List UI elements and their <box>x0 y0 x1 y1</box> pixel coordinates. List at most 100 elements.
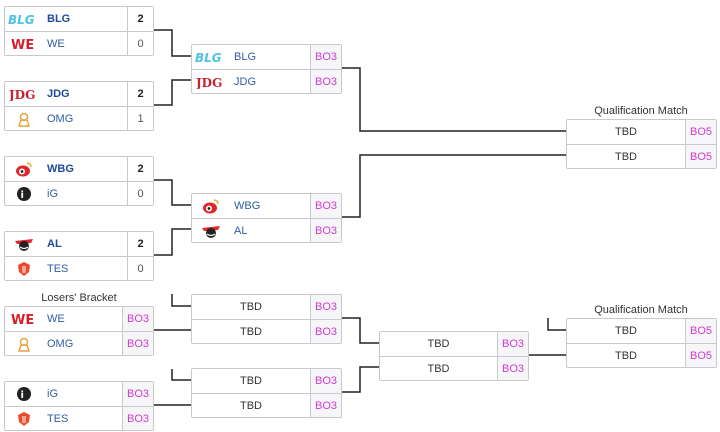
team-row[interactable]: BLG BLG 2 <box>5 7 153 31</box>
team-name[interactable]: WBG <box>234 200 261 212</box>
team-score: 0 <box>127 257 153 280</box>
team-name[interactable]: WE <box>47 313 65 325</box>
series-format: BO5 <box>685 145 716 168</box>
team-score: 2 <box>127 232 153 256</box>
svg-text:WE: WE <box>11 313 34 326</box>
team-row[interactable]: TBD BO5 <box>567 343 716 367</box>
series-format: BO3 <box>122 307 153 331</box>
team-name[interactable]: OMG <box>47 112 74 125</box>
winners-round1-match: WBG 2 i iG 0 <box>4 156 154 206</box>
connector-line <box>153 179 191 206</box>
omg-logo-icon <box>5 107 43 131</box>
team-name[interactable]: TBD <box>615 126 637 138</box>
team-score: 0 <box>127 182 153 205</box>
team-name[interactable]: TBD <box>615 150 637 163</box>
team-row[interactable]: JDG JDG 2 <box>5 82 153 106</box>
svg-text:JDG: JDG <box>196 76 222 89</box>
connector-line <box>153 29 191 57</box>
connector-line <box>341 67 566 132</box>
tes-logo-icon <box>5 407 43 431</box>
team-score: 2 <box>127 82 153 106</box>
series-format: BO5 <box>685 344 716 367</box>
team-name[interactable]: TBD <box>240 301 262 313</box>
team-name[interactable]: iG <box>47 187 58 200</box>
team-name[interactable]: AL <box>234 224 248 237</box>
series-format: BO3 <box>310 394 341 417</box>
team-score: 2 <box>127 7 153 31</box>
team-name[interactable]: TBD <box>427 338 450 350</box>
team-name[interactable]: TBD <box>240 399 262 412</box>
team-name[interactable]: WBG <box>47 163 74 175</box>
team-name[interactable]: JDG <box>47 88 70 100</box>
team-row[interactable]: TBD BO3 <box>192 295 341 319</box>
connector-line <box>341 154 566 218</box>
jdg-logo-icon: JDG <box>5 82 43 106</box>
jdg-logo-icon: JDG <box>192 70 230 94</box>
team-name[interactable]: AL <box>47 238 62 250</box>
team-name[interactable]: TES <box>47 412 69 425</box>
connector-line <box>341 366 379 393</box>
team-row[interactable]: TBD BO5 <box>567 144 716 168</box>
series-format: BO3 <box>310 219 341 242</box>
team-row[interactable]: TBD BO3 <box>192 393 341 417</box>
team-name[interactable]: JDG <box>234 75 256 88</box>
team-row[interactable]: i iG 0 <box>5 181 153 205</box>
losers-bracket-label: Losers' Bracket <box>41 292 117 304</box>
series-format: BO5 <box>685 319 716 343</box>
team-name[interactable]: WE <box>47 37 65 50</box>
team-row[interactable]: AL 2 <box>5 232 153 256</box>
series-format: BO3 <box>310 295 341 319</box>
team-name[interactable]: iG <box>47 388 58 400</box>
series-format: BO3 <box>122 407 153 430</box>
team-row[interactable]: TBD BO5 <box>567 319 716 343</box>
series-format: BO3 <box>122 382 153 406</box>
team-name[interactable]: BLG <box>234 51 257 63</box>
team-row[interactable]: OMG 1 <box>5 106 153 130</box>
team-name[interactable]: TBD <box>427 362 450 375</box>
series-format: BO3 <box>497 357 528 380</box>
team-score: 2 <box>127 157 153 181</box>
connector-line <box>341 317 379 344</box>
team-name[interactable]: BLG <box>47 13 71 25</box>
we-logo-icon: WE <box>5 32 43 56</box>
team-row[interactable]: TBD BO3 <box>380 356 528 380</box>
team-name[interactable]: OMG <box>47 337 74 350</box>
svg-text:JDG: JDG <box>9 88 35 101</box>
team-row[interactable]: TES BO3 <box>5 406 153 430</box>
team-row[interactable]: WE WE BO3 <box>5 307 153 331</box>
we-logo-icon: WE <box>5 307 43 331</box>
team-score: 1 <box>127 107 153 130</box>
team-row[interactable]: TES 0 <box>5 256 153 280</box>
team-name[interactable]: TBD <box>240 325 262 338</box>
team-row[interactable]: WBG 2 <box>5 157 153 181</box>
team-name[interactable]: TBD <box>615 349 637 362</box>
omg-logo-icon <box>5 332 43 356</box>
wbg-logo-icon <box>192 194 230 218</box>
team-name[interactable]: TES <box>47 262 69 275</box>
ig-logo-icon: i <box>5 182 43 206</box>
blg-logo-icon: BLG <box>5 7 43 31</box>
team-name[interactable]: TBD <box>615 325 637 337</box>
team-row[interactable]: AL BO3 <box>192 218 341 242</box>
svg-text:i: i <box>21 190 24 201</box>
al-logo-icon <box>192 219 230 243</box>
connector-line <box>547 318 566 331</box>
team-name[interactable]: TBD <box>240 375 262 387</box>
